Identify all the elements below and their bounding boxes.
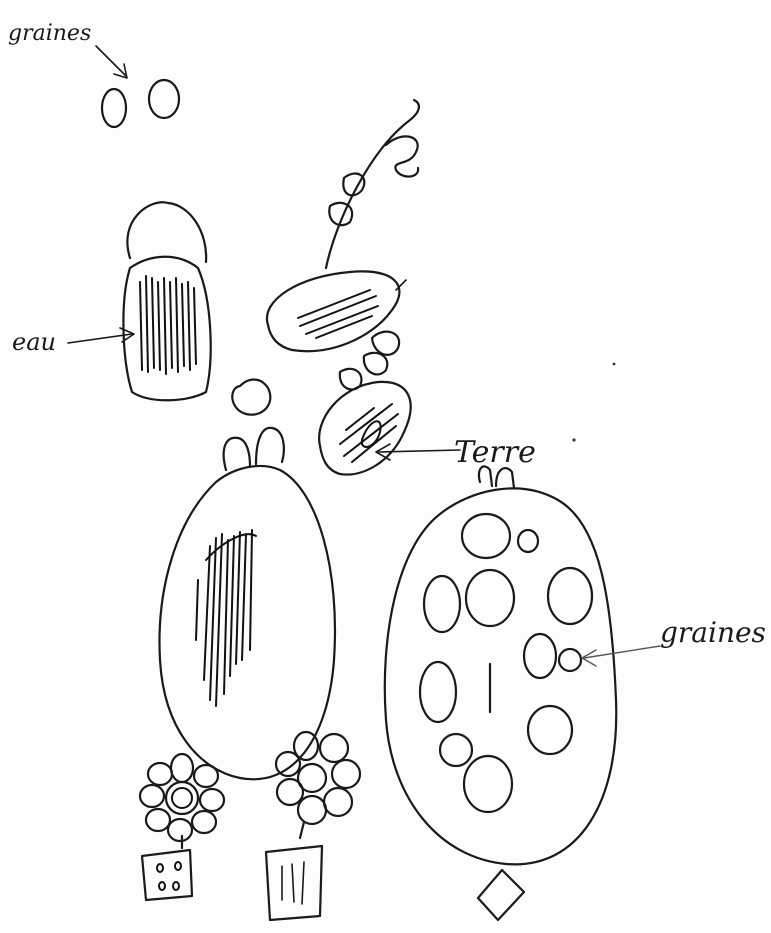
hatched-pod (267, 271, 399, 351)
sprout-head (232, 380, 270, 415)
flower-center (276, 732, 360, 838)
seed (462, 514, 510, 558)
seed (524, 634, 556, 678)
pot-center (266, 846, 322, 920)
seed (559, 649, 581, 671)
seed-top-left (102, 89, 126, 127)
seed-top-right (149, 80, 179, 118)
top-nub-right (496, 468, 514, 488)
vine-curl (386, 136, 418, 176)
sprout-right-bulb (256, 428, 284, 464)
seed (518, 530, 538, 552)
seed (548, 568, 592, 624)
seed-cluster (420, 514, 592, 812)
water-jar (123, 257, 210, 401)
flower-left (140, 754, 224, 848)
vine-stem (326, 100, 419, 268)
label-soil: Terre (454, 435, 536, 470)
stray-dot (572, 438, 575, 441)
ring-2 (364, 353, 387, 375)
arrow-seeds-right (584, 646, 660, 658)
label-water: eau (12, 328, 56, 356)
seed (528, 706, 572, 754)
water-hatching (140, 276, 196, 374)
sprout-left-bulb (224, 438, 250, 470)
ring-1 (372, 332, 399, 355)
seed (466, 570, 514, 626)
pot-left (142, 850, 192, 900)
diamond-shape (478, 870, 524, 920)
soil-container (319, 382, 410, 475)
pod-hatching (298, 290, 378, 338)
big-oval-hatching (196, 530, 256, 706)
stray-dot (613, 363, 616, 366)
seed (424, 576, 460, 632)
pot-left-dots (157, 862, 181, 890)
seed (464, 756, 512, 812)
label-seeds-right: graines (660, 616, 766, 649)
jar-cap (127, 202, 206, 262)
seed (420, 662, 456, 722)
pot-center-stripes (282, 862, 304, 904)
seed (440, 734, 472, 766)
arrow-seeds-top (96, 46, 126, 76)
arrow-soil (378, 450, 460, 452)
label-seeds-top: graines (8, 21, 91, 46)
